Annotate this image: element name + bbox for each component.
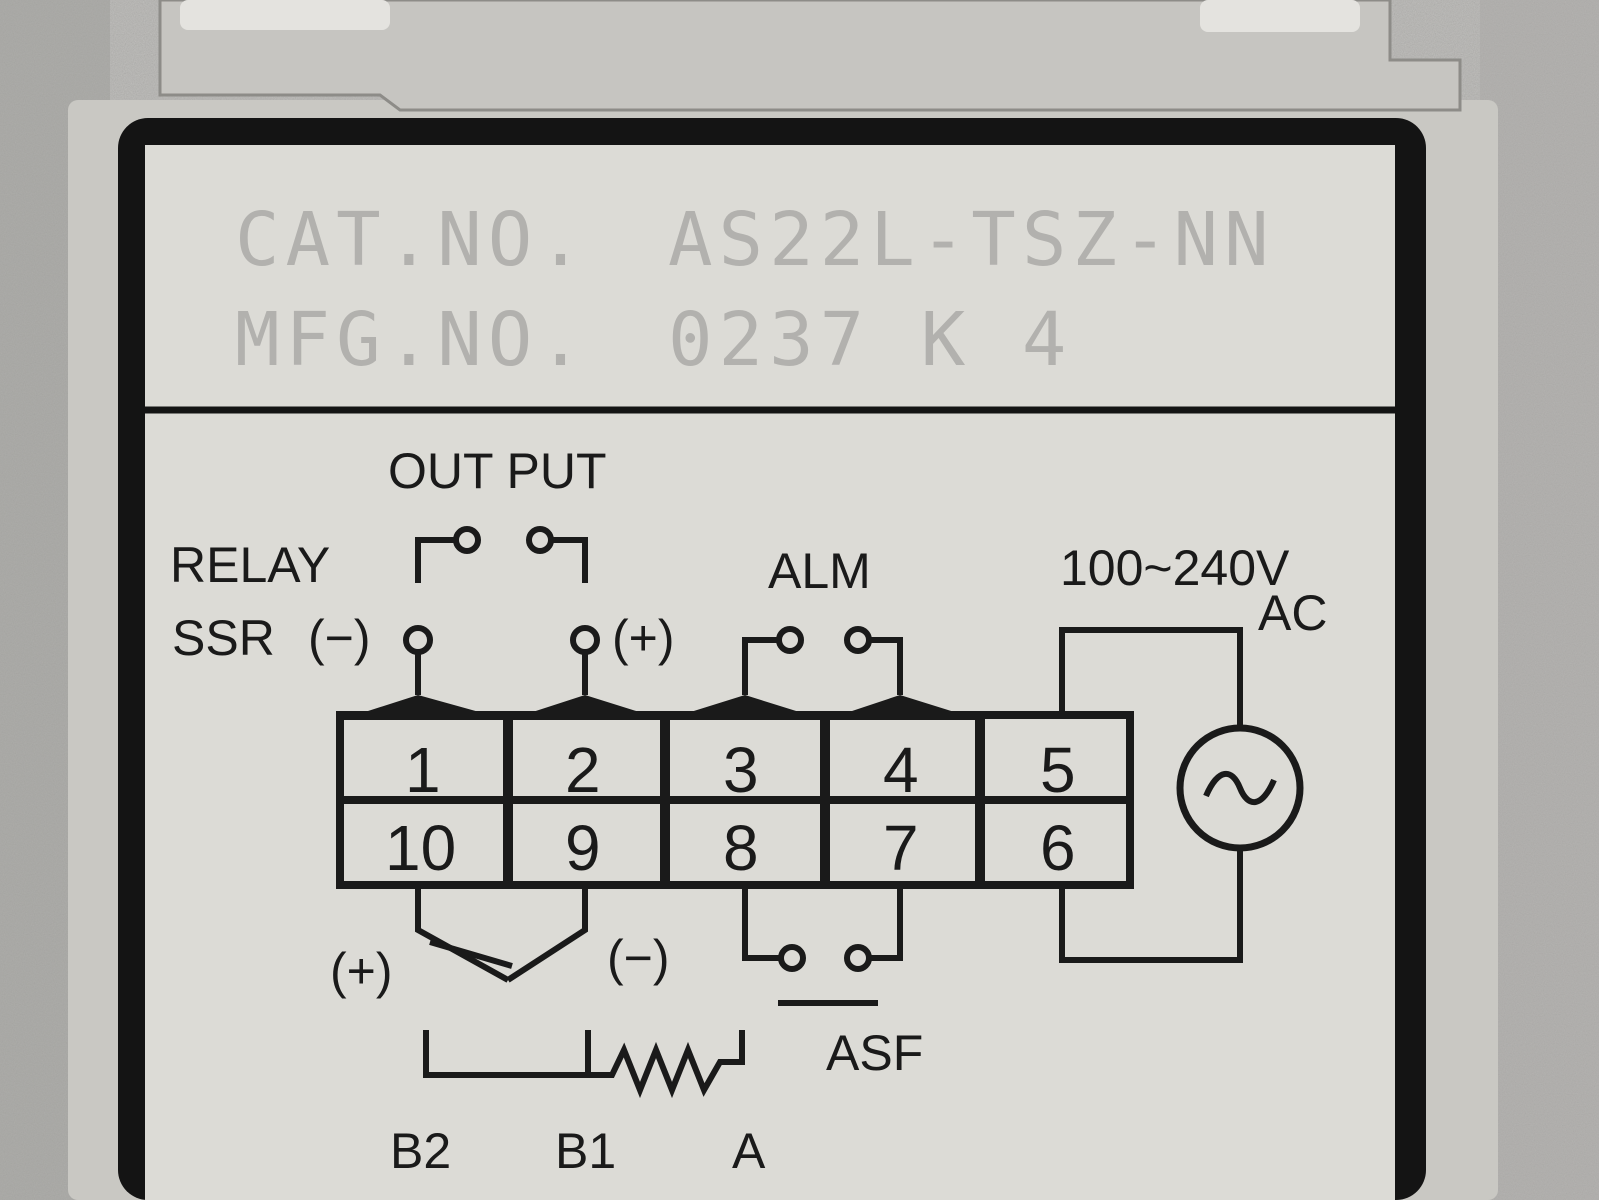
metal-mounting-clip: [158, 0, 1462, 112]
alarm-contact-symbol: [742, 626, 903, 695]
rtd-resistor-symbol: [423, 1030, 745, 1099]
power-ac-label: AC: [1258, 585, 1327, 641]
cat-no-label: CAT.NO.: [235, 197, 589, 283]
output-label: OUT PUT: [388, 443, 607, 499]
relay-label: RELAY: [170, 537, 330, 593]
ssr-label: SSR: [172, 610, 275, 666]
rtd-b2-label: B2: [390, 1123, 451, 1179]
label-face: [145, 145, 1395, 1200]
terminal-1: 1: [405, 734, 441, 806]
asf-contact-symbol: [742, 885, 903, 1006]
power-voltage-label: 100~240V: [1060, 540, 1290, 596]
thermocouple-symbol: [415, 885, 588, 983]
ac-source-icon: [1176, 724, 1304, 852]
ssr-plus-label: (+): [612, 610, 675, 666]
mfg-no-value: 0237 K 4: [668, 297, 1072, 383]
rtd-b1-label: B1: [555, 1123, 616, 1179]
terminal-3: 3: [723, 734, 759, 806]
ssr-terminal-symbols: [403, 625, 600, 695]
mfg-no-label: MFG.NO.: [235, 297, 589, 383]
terminal-2: 2: [565, 734, 601, 806]
relay-contact-symbol: [415, 526, 588, 583]
terminal-block: [336, 695, 1134, 889]
rtd-a-label: A: [732, 1123, 766, 1179]
alm-label: ALM: [768, 543, 871, 599]
terminal-6: 6: [1040, 812, 1076, 884]
terminal-7: 7: [883, 812, 919, 884]
cat-no-value: AS22L-TSZ-NN: [668, 197, 1275, 283]
thermocouple-minus-label: (−): [607, 930, 670, 986]
terminal-10: 10: [385, 812, 456, 884]
terminal-8: 8: [723, 812, 759, 884]
terminal-5: 5: [1040, 734, 1076, 806]
ssr-minus-label: (−): [308, 610, 371, 666]
asf-label: ASF: [826, 1025, 923, 1081]
terminal-4: 4: [883, 734, 919, 806]
power-supply-wiring: [1059, 627, 1243, 963]
terminal-9: 9: [565, 812, 601, 884]
thermocouple-plus-label: (+): [330, 943, 393, 999]
